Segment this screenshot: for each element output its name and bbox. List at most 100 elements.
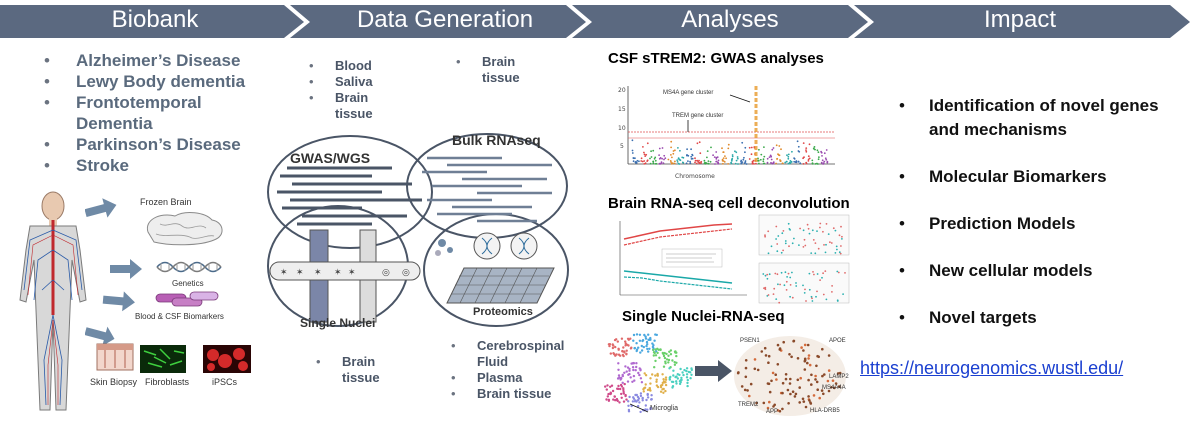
manhattan-point — [717, 162, 719, 165]
manhattan-point — [785, 160, 788, 163]
scatter-point — [777, 235, 780, 237]
manhattan-point — [653, 157, 656, 160]
network-node — [776, 343, 780, 347]
manhattan-point — [644, 155, 647, 157]
umap-point — [671, 359, 674, 362]
umap-point — [625, 398, 628, 401]
umap-point — [644, 404, 647, 407]
manhattan-point — [734, 150, 736, 153]
scatter-point — [835, 245, 838, 248]
manhattan-point — [725, 157, 727, 160]
manhattan-point — [741, 141, 744, 144]
umap-point — [689, 377, 692, 380]
umap-point — [621, 373, 624, 377]
scatter-point — [827, 233, 830, 235]
umap-point — [676, 377, 679, 380]
scatter-point — [784, 240, 787, 242]
manhattan-point — [640, 160, 643, 162]
scatter-point — [836, 270, 839, 273]
manhattan-point — [735, 159, 738, 162]
umap-point — [643, 386, 647, 389]
umap-point — [667, 354, 670, 357]
manhattan-point — [724, 155, 726, 157]
umap-point — [685, 373, 689, 376]
scatter-point — [776, 250, 779, 253]
manhattan-point — [770, 155, 772, 158]
scatter-point — [787, 272, 790, 275]
umap-point — [606, 395, 609, 398]
umap-point — [682, 373, 685, 377]
manhattan-point — [759, 158, 762, 161]
network-node — [790, 355, 793, 359]
manhattan-point — [760, 153, 763, 156]
network-node — [827, 354, 831, 357]
manhattan-point — [706, 150, 709, 152]
svg-text:20: 20 — [618, 87, 626, 94]
manhattan-point — [671, 156, 673, 159]
manhattan-point — [669, 160, 672, 162]
manhattan-point — [696, 159, 699, 162]
manhattan-point — [687, 160, 689, 162]
manhattan-point — [808, 157, 811, 160]
umap-point — [618, 401, 621, 404]
umap-point — [644, 337, 648, 340]
manhattan-point — [812, 147, 815, 150]
manhattan-point — [823, 152, 826, 155]
manhattan-point — [674, 160, 676, 163]
network-node — [784, 373, 788, 376]
umap-point — [624, 340, 627, 343]
umap-point — [604, 385, 607, 388]
manhattan-point — [634, 157, 636, 160]
umap-point — [655, 378, 658, 381]
umap-point — [673, 363, 677, 366]
umap-point — [685, 369, 688, 373]
manhattan-point — [686, 154, 688, 156]
scatter-point — [829, 241, 831, 244]
nuclei-circle-label: Single Nuclei — [300, 316, 376, 330]
scatter-point — [778, 301, 781, 304]
umap-point — [639, 410, 642, 414]
umap-point — [619, 387, 622, 391]
network-node — [806, 343, 810, 347]
umap-point — [612, 344, 615, 347]
manhattan-point — [654, 156, 657, 159]
scatter-point — [812, 271, 814, 273]
manhattan-point — [807, 155, 810, 158]
scatter-point — [786, 276, 788, 278]
manhattan-point — [757, 157, 759, 160]
frozen-brain-icon — [146, 212, 223, 246]
manhattan-point — [642, 146, 644, 148]
neurogenomics-link[interactable]: https://neurogenomics.wustl.edu/ — [860, 358, 1124, 378]
scatter-point — [839, 252, 842, 255]
umap-point — [651, 373, 654, 376]
umap-point — [605, 388, 608, 391]
svg-text:Chromosome: Chromosome — [675, 173, 715, 180]
manhattan-point — [715, 156, 718, 159]
umap-point — [679, 367, 682, 371]
scatter-point — [776, 243, 779, 245]
scatter-point — [804, 288, 806, 291]
network-node — [803, 358, 807, 362]
umap-point — [638, 333, 642, 336]
manhattan-point — [640, 157, 643, 160]
manhattan-point — [748, 146, 751, 149]
network-node — [803, 343, 807, 347]
umap-point — [615, 397, 619, 401]
manhattan-point — [677, 147, 679, 149]
manhattan-point — [696, 142, 699, 145]
umap-point — [639, 394, 643, 398]
network-node — [767, 382, 771, 386]
gene-label: LAMP2 — [829, 374, 849, 380]
svg-text:◎: ◎ — [402, 268, 410, 278]
scatter-point — [841, 235, 843, 238]
umap-point — [685, 367, 689, 370]
umap-point — [680, 376, 683, 380]
network-node — [786, 388, 790, 392]
scatter-point — [838, 234, 841, 237]
umap-point — [645, 340, 649, 344]
scatter-point — [814, 252, 817, 255]
manhattan-point — [808, 143, 811, 146]
network-node — [830, 386, 833, 389]
umap-point — [609, 392, 612, 396]
network-node — [814, 378, 817, 381]
